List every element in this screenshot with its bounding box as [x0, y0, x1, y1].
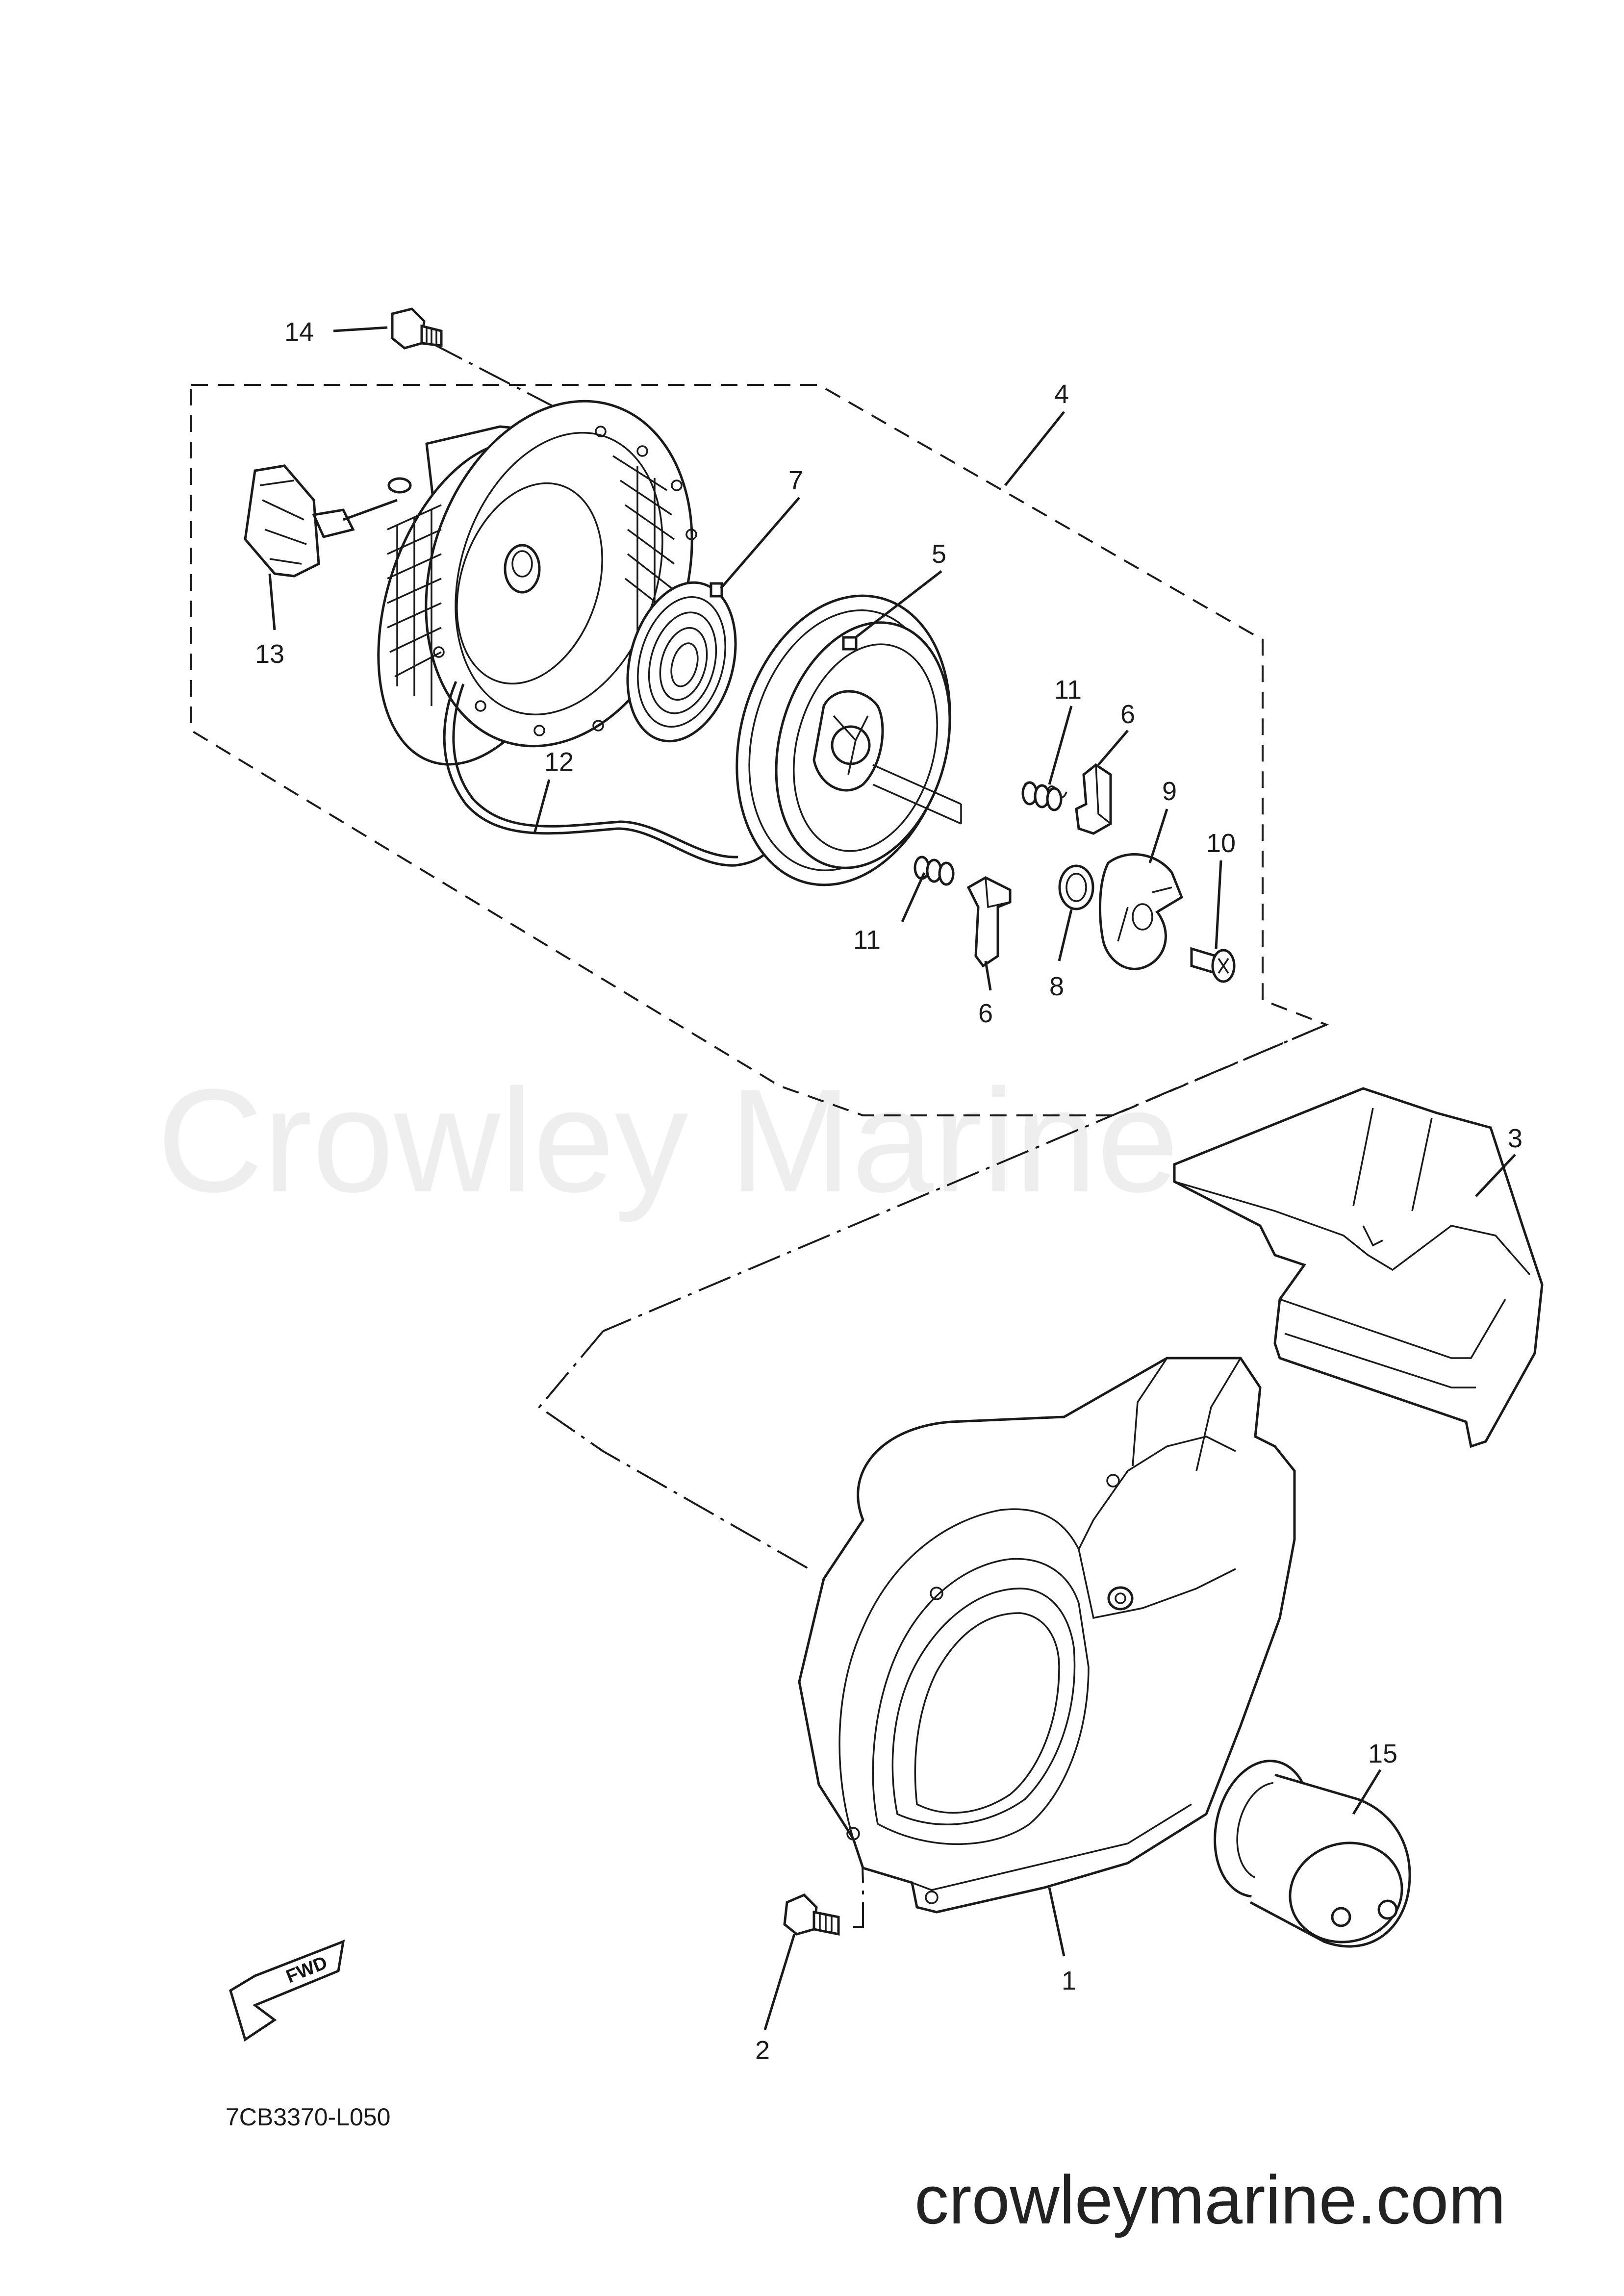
callout-11-lower: 11 — [853, 925, 881, 955]
leader-lines — [268, 326, 1516, 2030]
fan-housing — [798, 1357, 1296, 1914]
callout-labels: 14 4 7 5 13 11 6 12 9 10 11 8 6 3 15 1 2 — [255, 317, 1522, 2065]
callout-14: 14 — [284, 317, 314, 347]
callout-3: 3 — [1508, 1124, 1522, 1153]
screw-10 — [1190, 947, 1236, 983]
starter-case — [377, 400, 700, 766]
callout-13: 13 — [255, 639, 284, 669]
callout-7: 7 — [788, 466, 803, 495]
bolt-14-axis — [431, 342, 564, 413]
bolt-2-axis — [853, 1804, 864, 1928]
pawl-spring-lower — [914, 856, 955, 886]
callout-6-lower: 6 — [978, 999, 993, 1028]
callout-11-upper: 11 — [1054, 675, 1082, 705]
callout-1: 1 — [1062, 1966, 1076, 1995]
diagram-code: 7CB3370-L050 — [226, 2103, 390, 2131]
bolt-14 — [391, 307, 443, 350]
assembly-line-lower — [538, 1330, 810, 1570]
callout-15: 15 — [1368, 1739, 1397, 1768]
case-grille — [387, 455, 675, 706]
drum-sheave — [736, 594, 962, 886]
callout-4: 4 — [1054, 379, 1069, 409]
pawl-upper — [1075, 763, 1112, 835]
cap-15 — [1214, 1760, 1411, 1948]
washer — [1058, 864, 1094, 910]
callout-12: 12 — [544, 747, 574, 777]
callout-5: 5 — [932, 539, 946, 569]
drive-plate — [1098, 853, 1184, 970]
cover-shroud — [1173, 1087, 1544, 1448]
callout-2: 2 — [755, 2036, 770, 2065]
watermark-text: Crowley Marine — [157, 1058, 1179, 1224]
fwd-arrow-icon: FWD — [229, 1940, 345, 2042]
assembly-line-upper — [603, 1024, 1327, 1332]
callout-9: 9 — [1162, 777, 1177, 806]
callout-8: 8 — [1049, 972, 1064, 1001]
spiral-spring — [626, 581, 737, 743]
bolt-2 — [783, 1893, 840, 1936]
callout-6-upper: 6 — [1120, 700, 1135, 729]
pawl-lower — [966, 876, 1012, 968]
starter-handle — [244, 464, 412, 578]
pawl-spring-upper — [1021, 781, 1067, 811]
website-url[interactable]: crowleymarine.com — [914, 2161, 1506, 2238]
callout-10: 10 — [1206, 829, 1236, 858]
